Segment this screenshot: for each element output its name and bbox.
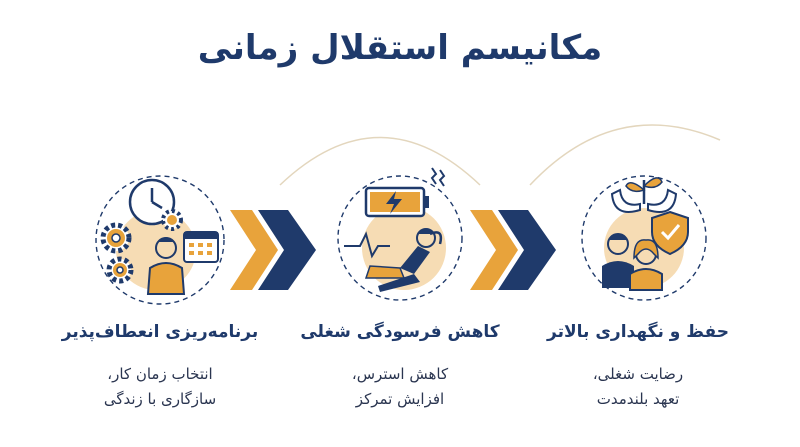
- heartbeat-icon: [344, 231, 390, 259]
- arrow-icon: [470, 210, 556, 290]
- shield-check-icon: [651, 210, 689, 256]
- gear-icon: [100, 222, 132, 254]
- step-description: انتخاب زمان کار، سازگاری با زندگی: [40, 362, 280, 412]
- step-description-line: افزایش تمرکز: [355, 390, 445, 408]
- plant-icon: [610, 177, 678, 213]
- step-description-line: انتخاب زمان کار،: [107, 365, 213, 383]
- step-retention: حفظ و نگهداری بالاتر رضایت شغلی، تعهد بل…: [518, 320, 758, 412]
- retention-icon: [581, 175, 707, 301]
- stress-relief-icon: [337, 167, 463, 301]
- calendar-icon: [183, 231, 219, 263]
- relaxed-person-icon: [364, 228, 443, 292]
- page-title: مکانیسم استقلال زمانی: [197, 28, 603, 68]
- step-heading: حفظ و نگهداری بالاتر: [547, 322, 729, 342]
- step-planning: برنامه‌ریزی انعطاف‌پذیر انتخاب زمان کار،…: [40, 320, 280, 412]
- step-description-line: تعهد بلندمدت: [596, 390, 680, 408]
- gear-icon: [106, 256, 134, 284]
- battery-icon: [364, 186, 429, 218]
- step-description-line: کاهش استرس،: [351, 365, 449, 383]
- connector-arc-left: [279, 136, 481, 186]
- person-icon: [146, 237, 186, 295]
- step-description-line: سازگاری با زندگی: [103, 390, 217, 408]
- gear-icon: [161, 209, 183, 231]
- connector-arc-right: [529, 124, 721, 186]
- step-description-line: رضایت شغلی،: [592, 365, 684, 383]
- man-icon: [602, 233, 634, 288]
- arrow-icon: [230, 210, 316, 290]
- step-heading: کاهش فرسودگی شغلی: [300, 322, 500, 342]
- step-description: کاهش استرس، افزایش تمرکز: [280, 362, 520, 412]
- step-description: رضایت شغلی، تعهد بلندمدت: [518, 362, 758, 412]
- woman-icon: [629, 239, 663, 291]
- step-burnout: کاهش فرسودگی شغلی کاهش استرس، افزایش تمر…: [280, 320, 520, 412]
- planning-icon: [95, 175, 225, 305]
- step-heading: برنامه‌ریزی انعطاف‌پذیر: [61, 322, 259, 342]
